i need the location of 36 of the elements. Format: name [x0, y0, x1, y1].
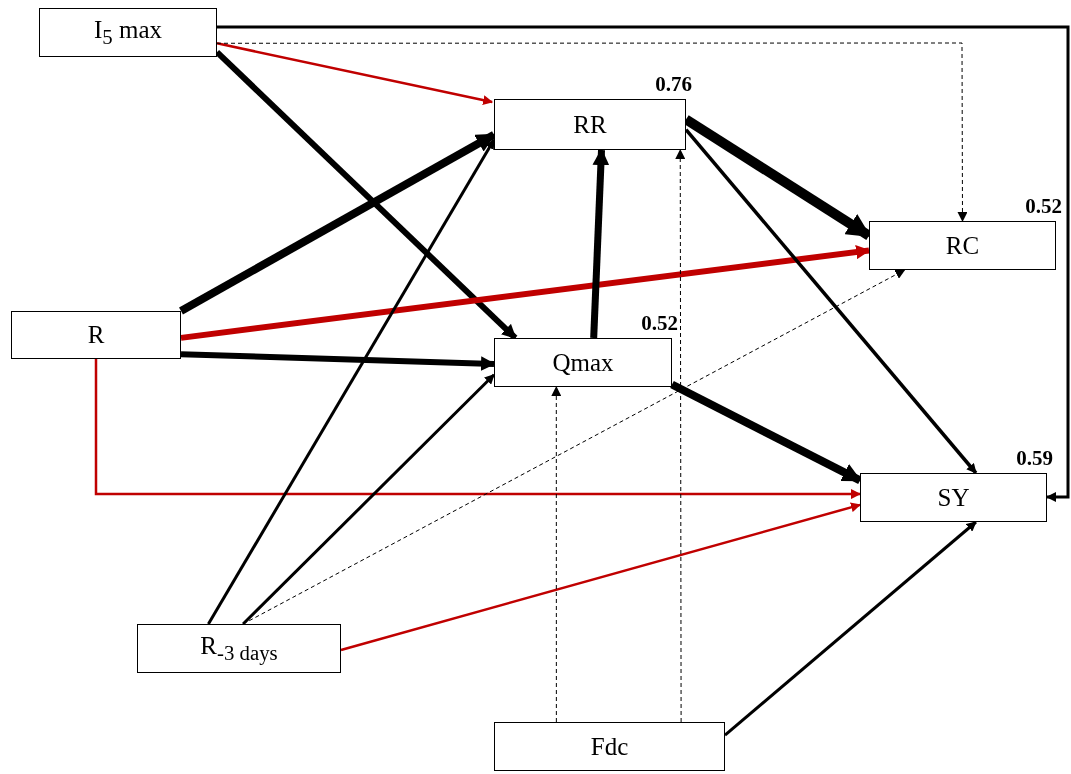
- variable-name: R: [87, 321, 105, 349]
- arrow: [216, 42, 494, 106]
- arrow: [684, 128, 978, 475]
- arrow: [179, 131, 496, 315]
- variable-box: [39, 8, 217, 57]
- arrow: [340, 502, 861, 652]
- variable-box: [137, 624, 341, 673]
- variable-box: [860, 473, 1047, 522]
- variable-name: SY: [937, 483, 970, 512]
- variable-box: [494, 338, 672, 387]
- arrow: [551, 386, 562, 723]
- variable-box: [494, 722, 725, 771]
- arrow: [217, 25, 1070, 502]
- r-squared-value: 0.52: [641, 311, 678, 336]
- variable-box: [494, 99, 686, 150]
- arrow: [242, 373, 496, 626]
- r-squared-value: 0.52: [1025, 194, 1062, 219]
- variable-box: [869, 221, 1056, 270]
- r-squared-value: 0.59: [1016, 446, 1053, 471]
- variable-name: Qmax: [552, 348, 614, 377]
- variable-name: RR: [573, 110, 607, 139]
- r-squared-value: 0.76: [655, 72, 692, 97]
- variable-name: I$_{5}$ max: [93, 15, 162, 50]
- variable-name: Fdc: [590, 732, 629, 761]
- arrow: [180, 351, 496, 371]
- arrow: [590, 148, 610, 339]
- variable-name: RC: [945, 231, 980, 260]
- arrow: [180, 244, 871, 341]
- variable-box: [11, 311, 181, 359]
- arrow: [216, 42, 968, 222]
- arrow: [207, 138, 496, 625]
- variable-name: R$_{-3 days}$: [200, 631, 278, 666]
- arrow: [670, 381, 862, 484]
- arrow: [94, 359, 861, 500]
- arrow: [724, 520, 977, 737]
- arrow: [675, 149, 686, 723]
